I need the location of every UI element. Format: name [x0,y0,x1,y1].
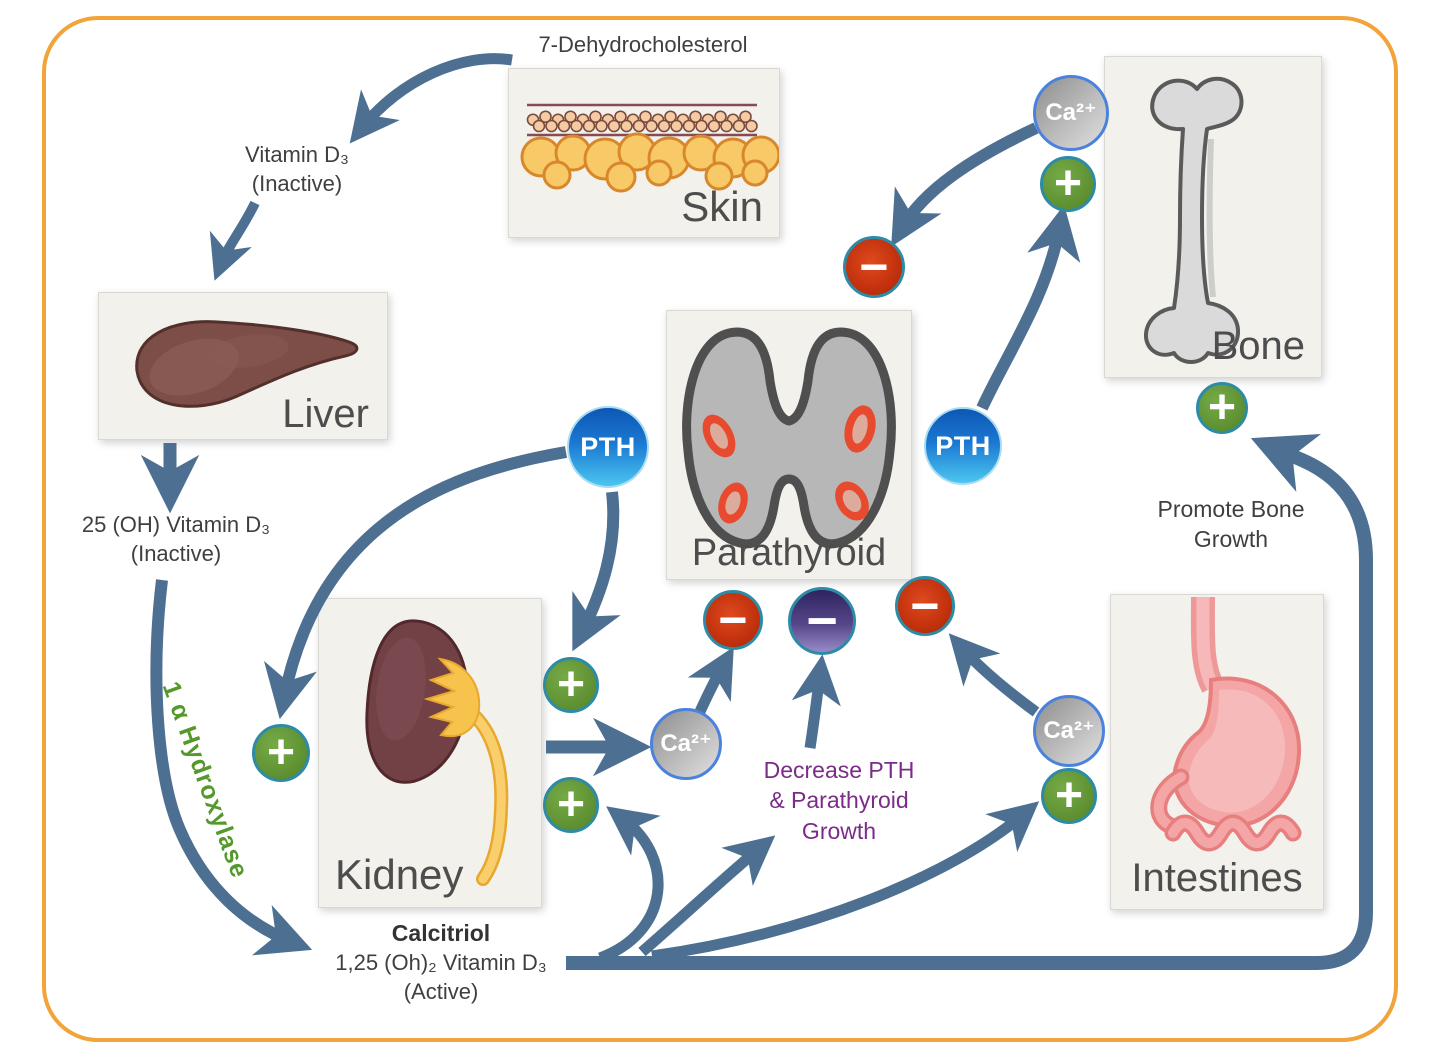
bone-label: Bone [1211,324,1305,368]
minus-badge-parathyroid-right: − [895,576,955,636]
minus-glyph: − [859,239,889,295]
plus-glyph: + [556,778,586,831]
vitamin-d25-label: 25 (OH) Vitamin D₃ (Inactive) [82,510,270,568]
calcium-badge-bone-label: Ca²⁺ [1045,99,1097,126]
kidney-box: Kidney [318,598,542,908]
calcium-badge-kidney: Ca²⁺ [650,708,722,780]
vitamin-d3-state: (Inactive) [251,171,343,197]
bone-illustration [1144,76,1244,364]
plus-badge-bone-growth: + [1196,382,1248,434]
vitamin-d3-name: Vitamin D₃ [245,142,349,167]
arrow-pth-to-bone-plus [976,204,1081,411]
calcium-badge-bone: Ca²⁺ [1033,75,1109,151]
arrow-calcitriol-to-kidney-bottom-plus [597,806,664,964]
arrow-calcitriol-to-decrease [638,835,776,957]
promote-bone-label: Promote Bone Growth [1157,494,1304,555]
parathyroid-illustration [682,327,896,549]
kidney-illustration [365,619,509,886]
arrow-dehydrocholesterol-to-vitd3 [349,53,513,144]
skin-label: Skin [681,183,763,230]
promote-line-1: Promote Bone [1157,496,1305,522]
plus-glyph: + [1054,769,1084,822]
pth-badge-left: PTH [567,406,649,488]
decrease-line-2: & Parathyroid [769,787,909,814]
arrow-calcium-to-minus-right [948,633,1040,717]
arrow-decrease-to-purple-minus [791,654,841,749]
intestines-label: Intestines [1131,856,1303,900]
arrow-calcitriol-to-intestines-plus [651,801,1040,962]
arrow-calcium-to-minus-top [891,122,1039,247]
intestines-box: Intestines [1110,594,1324,910]
calcitriol-label: Calcitriol 1,25 (Oh)₂ Vitamin D₃ (Active… [335,918,547,1006]
plus-badge-bone-resorption: + [1040,156,1096,212]
liver-label: Liver [282,392,369,436]
calcium-badge-intestines-label: Ca²⁺ [1043,717,1095,744]
pth-badge-right: PTH [924,407,1002,485]
minus-glyph: − [806,591,838,651]
pth-badge-right-label: PTH [935,430,991,461]
plus-glyph: + [1207,381,1237,434]
plus-badge-kidney-left: + [252,724,310,782]
calcium-badge-intestines: Ca²⁺ [1033,695,1105,767]
parathyroid-label: Parathyroid [691,532,887,574]
bone-box: Bone [1104,56,1322,378]
parathyroid-glands [702,405,876,524]
plus-badge-kidney-bottom: + [543,777,599,833]
minus-glyph: − [910,578,940,634]
minus-glyph: − [718,592,748,648]
plus-badge-intestines: + [1041,768,1097,824]
liver-box: Liver [98,292,388,440]
decrease-line-1: Decrease PTH [763,757,915,783]
minus-badge-parathyroid-left: − [703,590,763,650]
intestines-illustration [1150,596,1302,852]
arrow-hydroxylase-to-calcitriol [150,579,313,956]
promote-line-2: Growth [1193,526,1269,553]
pth-badge-left-label: PTH [580,431,636,462]
plus-glyph: + [1053,157,1083,210]
arrow-calcium-to-minus-left [687,646,734,719]
plus-glyph: + [266,726,296,779]
skin-illustration [520,103,781,193]
dehydrocholesterol-label: 7-Dehydrocholesterol [538,32,748,57]
liver-illustration [135,320,359,408]
plus-badge-kidney-top: + [543,657,599,713]
calcitriol-formula: 1,25 (Oh)₂ Vitamin D₃ [335,950,547,976]
arrow-vitd3-to-liver [209,200,260,281]
arrow-calcitriol-to-promote-plus [566,433,1373,970]
minus-badge-top: − [843,236,905,298]
decrease-line-3: Growth [801,817,877,844]
skin-box: Skin [508,68,781,238]
minus-badge-purple: − [788,587,856,655]
vitamin-d25-state: (Inactive) [130,541,222,567]
vitamin-d25-name: 25 (OH) Vitamin D₃ [81,512,271,537]
calcium-badge-kidney-label: Ca²⁺ [660,730,712,757]
kidney-label: Kidney [335,851,464,898]
vitamin-d3-label: Vitamin D₃ (Inactive) [245,140,349,198]
arrow-pth-to-kidney-left-plus [263,446,568,720]
plus-glyph: + [556,658,586,711]
decrease-pth-label: Decrease PTH & Parathyroid Growth [764,755,915,846]
parathyroid-box: Parathyroid [666,310,912,580]
calcitriol-state: (Active) [403,979,479,1005]
calcitriol-name: Calcitriol [391,920,491,946]
arrow-pth-to-kidney-top-plus [572,491,621,652]
